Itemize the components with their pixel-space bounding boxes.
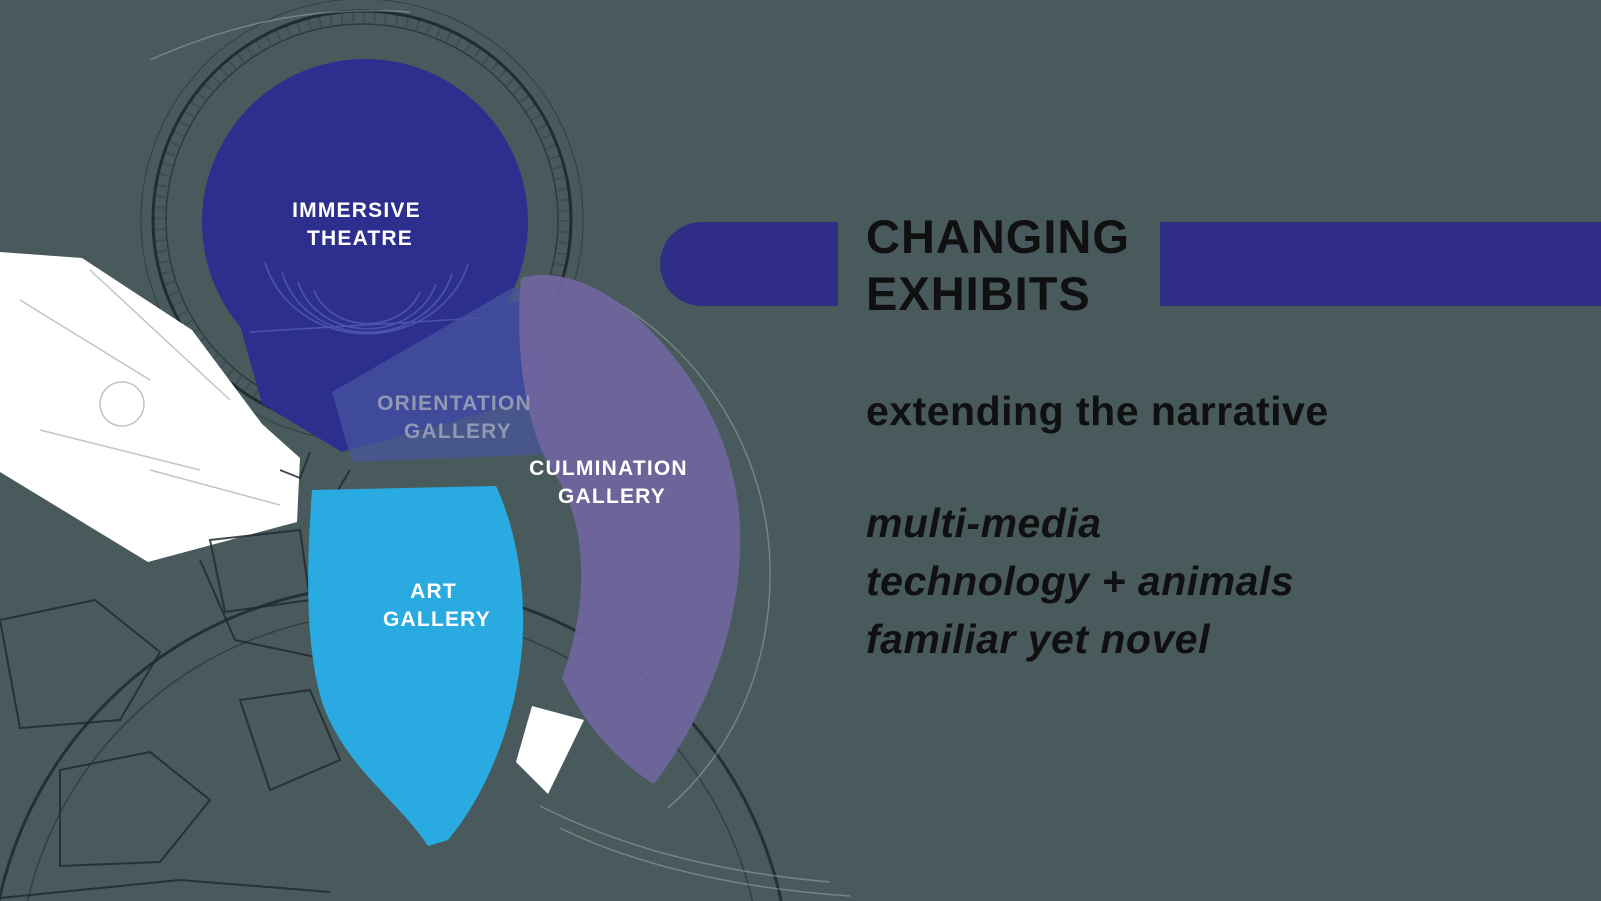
zone-label-art-gallery: ART GALLERY	[383, 580, 491, 631]
accent-pill	[660, 222, 838, 306]
theatre-seating-arcs	[249, 261, 481, 335]
zone-label-orientation-gallery: ORIENTATION GALLERY	[377, 392, 539, 443]
white-wedge	[516, 706, 584, 794]
detail-line: multi-media	[866, 500, 1102, 546]
detail-line: familiar yet novel	[866, 616, 1210, 662]
page-title-line2: EXHIBITS	[866, 267, 1091, 320]
plaza-white-area	[0, 252, 300, 562]
plaza-linework	[19, 269, 281, 506]
details-block: multi-media technology + animals familia…	[866, 494, 1294, 668]
subtitle: extending the narrative	[866, 388, 1329, 434]
zone-label-immersive-theatre: IMMERSIVE THEATRE	[292, 199, 428, 250]
zone-label-culmination-gallery: CULMINATION GALLERY	[529, 457, 695, 508]
zone-culmination-gallery	[519, 274, 741, 784]
walkway-linework	[149, 9, 851, 897]
accent-bar	[1160, 222, 1601, 306]
zone-art-gallery	[308, 486, 524, 846]
page-title: CHANGING EXHIBITS	[866, 208, 1130, 322]
detail-line: technology + animals	[866, 558, 1295, 604]
page-title-line1: CHANGING	[866, 210, 1130, 263]
